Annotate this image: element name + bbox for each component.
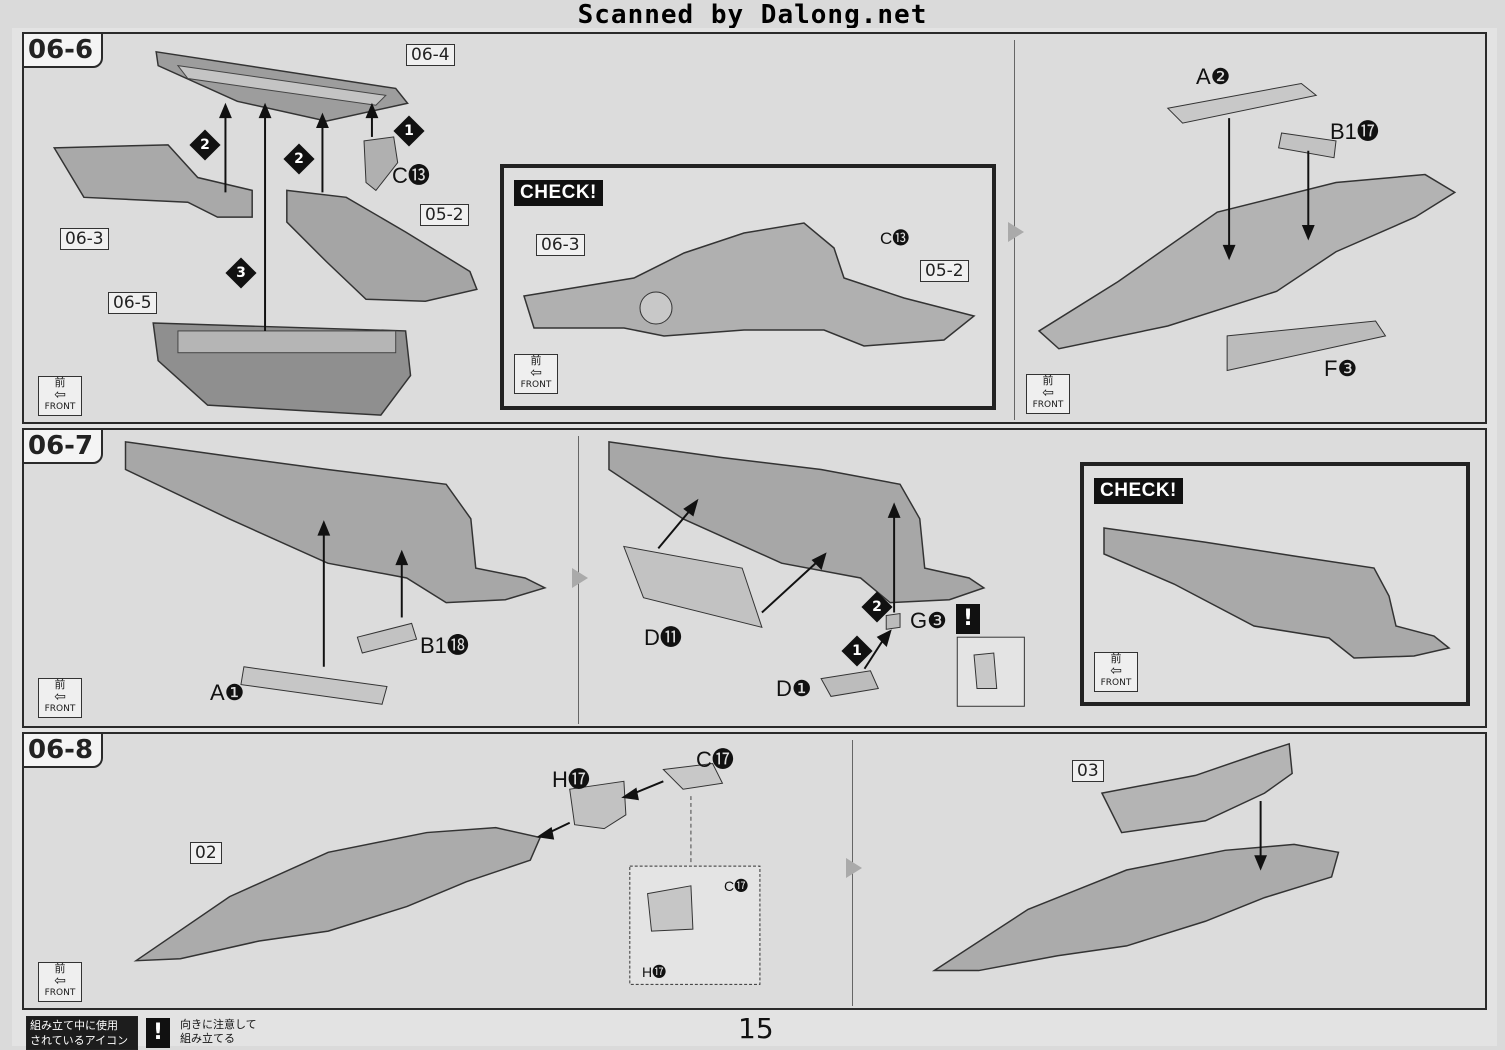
callout-c17: C⓱ [696,747,734,772]
warning-icon: ! [956,604,980,634]
legend-description: 向きに注意して 組み立てる [180,1018,257,1046]
step-06-6-illustration [52,50,1457,416]
check-illustration [1103,527,1451,659]
check-illustration [523,222,976,347]
check-part-tag-05-2: 05-2 [920,260,969,282]
inset-callout-c17: C⓱ [724,878,749,894]
callout-a1: A❶ [210,680,245,705]
page-number: 15 [738,1012,774,1045]
icon-legend-box: 組み立て中に使用 されているアイコン [26,1016,138,1050]
callout-b18: B1⓲ [420,633,469,658]
callout-a2: A❷ [1196,64,1231,89]
order-marker-2: 2 [861,591,893,623]
check-front-icon: 前⇦FRONT [514,354,558,394]
order-marker-2b: 2 [283,143,315,175]
legend-line-2: 組み立てる [180,1032,235,1045]
front-direction-icon: 前⇦FRONT [38,376,82,416]
step-06-7-panel: 06-7 B1⓲ A❶ D⓫ G❸ D❶ ! 2 1 前⇦FRONT [22,428,1487,728]
part-tag-06-3: 06-3 [60,228,109,250]
callout-b17: B1⓱ [1330,119,1379,144]
callout-d11: D⓫ [644,625,682,650]
step-06-6-panel: 06-6 06-4 06-3 05-2 06-5 C⓭ [22,32,1487,424]
callout-c13: C⓭ [392,163,430,188]
check-box-06-6: CHECK! 06-3 05-2 C⓭ 前⇦FRONT [500,164,996,410]
legend-line-1: 向きに注意して [180,1018,257,1031]
part-tag-06-5: 06-5 [108,292,157,314]
check-part-tag-06-3: 06-3 [536,234,585,256]
legend-box-line-1: 組み立て中に使用 [30,1019,118,1032]
step-06-7-label: 06-7 [22,428,104,464]
next-step-arrow [1008,222,1024,242]
callout-d1: D❶ [776,676,812,701]
callout-g3: G❸ [910,608,947,633]
legend-warning-icon: ! [146,1018,170,1048]
legend-box-line-2: されているアイコン [30,1034,129,1047]
check-badge: CHECK! [1094,478,1183,504]
part-tag-06-4: 06-4 [406,44,455,66]
callout-f3: F❸ [1324,356,1358,381]
check-box-06-7: CHECK! 前⇦FRONT [1080,462,1470,706]
front-direction-icon-right: 前⇦FRONT [1026,374,1070,414]
part-tag-02: 02 [190,842,222,864]
step-06-8-panel: 06-8 02 03 H⓱ C⓱ C⓱ H⓱ 前⇦FRONT [22,732,1487,1010]
next-step-arrow [572,568,588,588]
order-marker-1: 1 [841,635,873,667]
front-direction-icon: 前⇦FRONT [38,962,82,1002]
part-tag-03: 03 [1072,760,1104,782]
step-06-6-label: 06-6 [22,32,104,68]
check-callout-c13: C⓭ [880,229,910,248]
check-front-icon: 前⇦FRONT [1094,652,1138,692]
order-marker-2a: 2 [189,129,221,161]
front-direction-icon: 前⇦FRONT [38,678,82,718]
next-step-arrow [846,858,862,878]
callout-h17: H⓱ [552,767,590,792]
order-marker-3: 3 [225,257,257,289]
step-06-8-label: 06-8 [22,732,104,768]
step-06-7-illustration [124,440,1025,707]
order-marker-1: 1 [393,115,425,147]
inset-callout-h17: H⓱ [642,964,667,980]
step-06-8-illustration [133,742,1340,985]
scan-watermark: Scanned by Dalong.net [577,0,928,30]
part-tag-05-2: 05-2 [420,204,469,226]
check-badge: CHECK! [514,180,603,206]
